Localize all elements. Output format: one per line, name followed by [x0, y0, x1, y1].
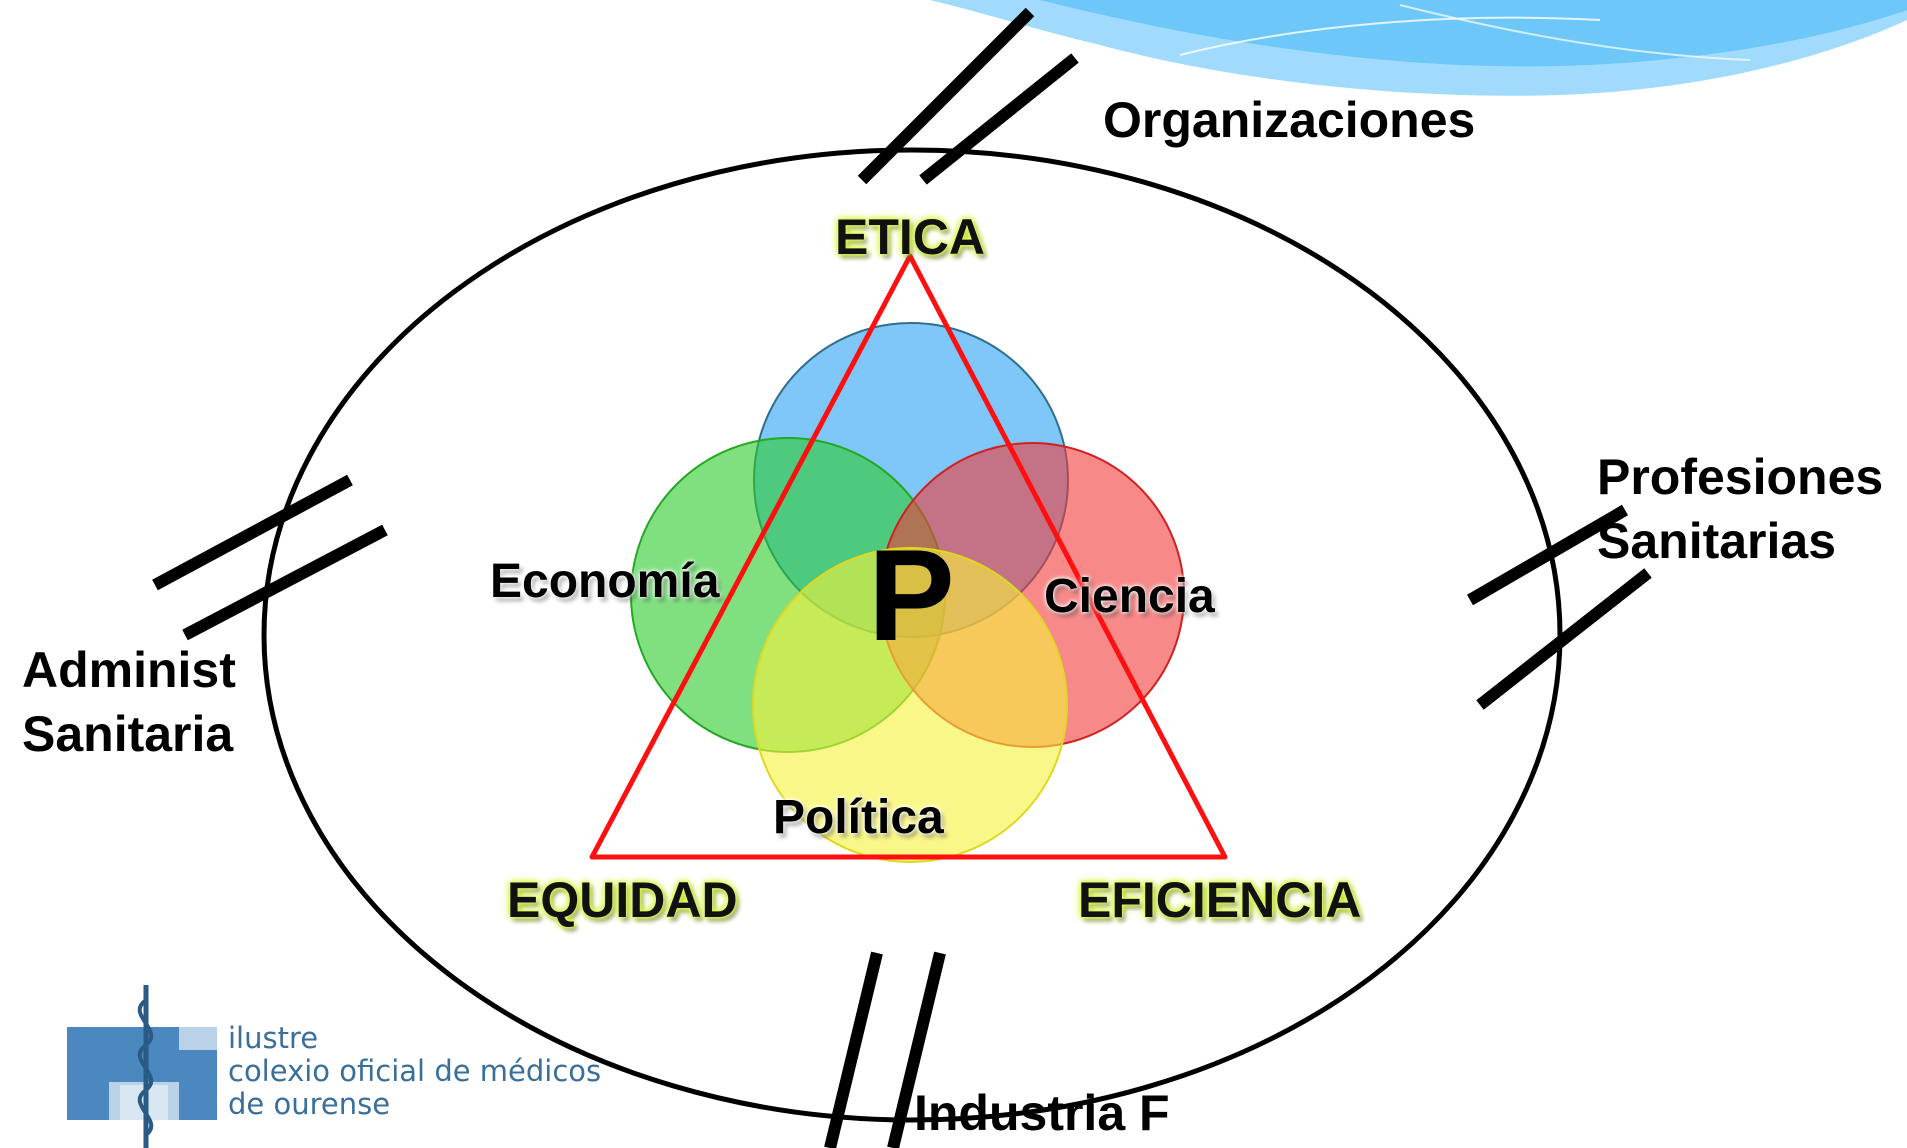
circle-bottom	[752, 547, 1068, 863]
barrier-bottom	[824, 951, 946, 1148]
vertex-eficiencia: EFICIENCIA	[1078, 872, 1362, 928]
logo-line2: colexio oficial de médicos	[228, 1054, 602, 1088]
label-administ-line2: Sanitaria	[22, 706, 234, 762]
logo-text: ilustre colexio oficial de médicos de ou…	[228, 1022, 601, 1121]
venn-circles	[630, 322, 1185, 863]
label-center-p: P	[868, 522, 955, 668]
label-profesiones-sanitarias: Profesiones Sanitarias	[1597, 445, 1883, 573]
vertex-etica: ETICA	[835, 209, 985, 265]
barrier-left	[152, 474, 388, 641]
barrier-top	[857, 7, 1079, 185]
colexio-logo-icon	[67, 985, 217, 1148]
label-industria-f: Industria F	[914, 1085, 1170, 1141]
logo-line1: ilustre	[228, 1021, 319, 1055]
label-politica: Política	[773, 791, 944, 844]
red-triangle	[589, 253, 1228, 860]
label-profesiones-line1: Profesiones	[1597, 449, 1884, 505]
header-wave	[930, 0, 1907, 96]
label-administ-sanitaria: Administ Sanitaria	[22, 638, 236, 766]
vertex-equidad: EQUIDAD	[507, 872, 738, 928]
label-profesiones-line2: Sanitarias	[1597, 513, 1837, 569]
label-ciencia: Ciencia	[1044, 570, 1215, 623]
label-organizaciones: Organizaciones	[1103, 92, 1476, 148]
logo-line3: de ourense	[228, 1087, 391, 1121]
label-administ-line1: Administ	[22, 642, 236, 698]
barrier-right	[1466, 504, 1652, 710]
label-economia: Economía	[490, 555, 720, 608]
